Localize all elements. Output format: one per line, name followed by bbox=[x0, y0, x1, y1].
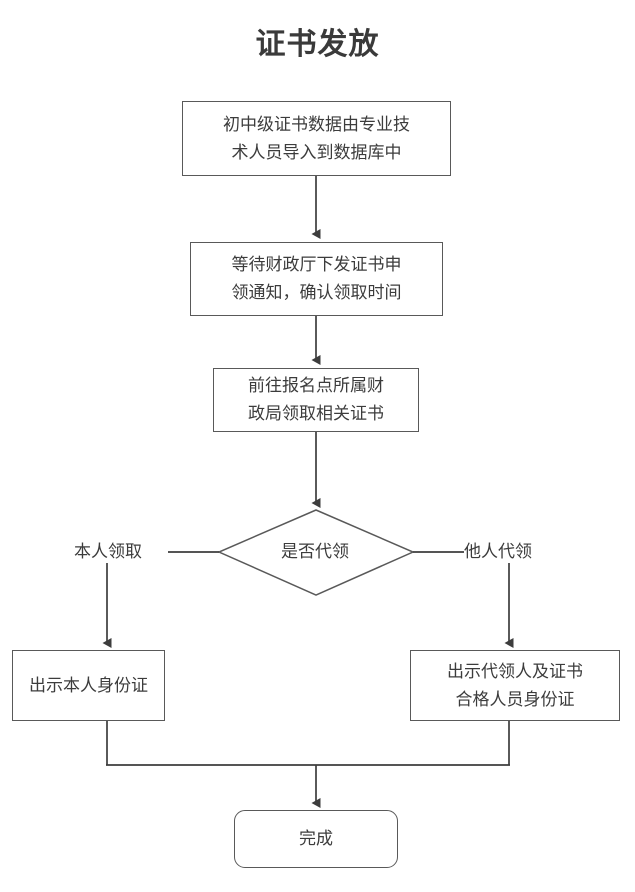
node-wait-notice[interactable]: 等待财政厅下发证书申 领通知，确认领取时间 bbox=[190, 242, 443, 316]
node-label: 出示代领人及证书 合格人员身份证 bbox=[447, 661, 583, 709]
node-show-proxy-and-holder-id[interactable]: 出示代领人及证书 合格人员身份证 bbox=[410, 650, 620, 721]
edge-label-proxy-pickup: 他人代领 bbox=[464, 542, 532, 561]
node-label: 初中级证书数据由专业技 术人员导入到数据库中 bbox=[223, 114, 410, 162]
node-go-to-finance-bureau[interactable]: 前往报名点所属财 政局领取相关证书 bbox=[213, 368, 419, 432]
decision-node-shape bbox=[217, 509, 415, 596]
node-decision-proxy-pickup-label: 是否代领 bbox=[281, 542, 349, 561]
node-complete[interactable]: 完成 bbox=[234, 810, 398, 868]
node-label: 完成 bbox=[299, 829, 333, 848]
page-title: 证书发放 bbox=[255, 28, 380, 61]
edge-label-self-pickup: 本人领取 bbox=[74, 542, 142, 561]
node-label: 前往报名点所属财 政局领取相关证书 bbox=[248, 376, 384, 423]
node-import-data[interactable]: 初中级证书数据由专业技 术人员导入到数据库中 bbox=[182, 101, 451, 176]
node-label: 等待财政厅下发证书申 领通知，确认领取时间 bbox=[231, 255, 402, 302]
node-show-own-id[interactable]: 出示本人身份证 bbox=[12, 650, 165, 721]
node-label: 出示本人身份证 bbox=[29, 675, 148, 695]
